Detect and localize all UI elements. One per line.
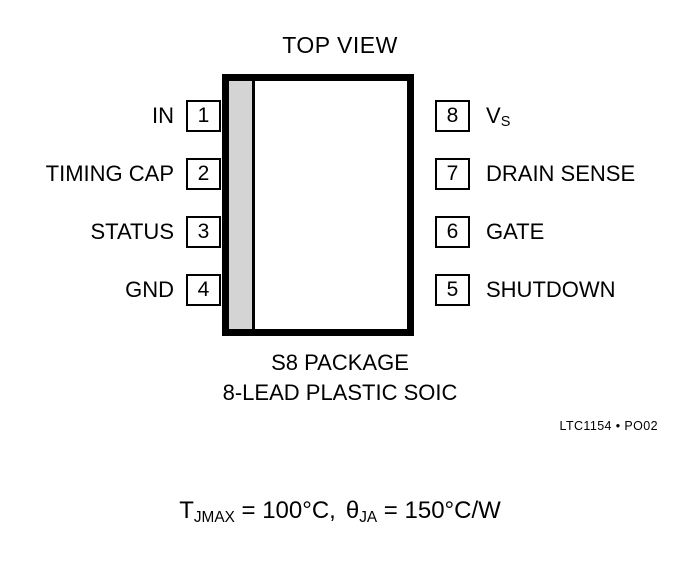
thermal-spec-line: TJMAX = 100°C, θJA = 150°C/W <box>0 497 680 526</box>
pin-label-5: SHUTDOWN <box>486 277 616 302</box>
pin-box-5: 5 <box>435 274 470 306</box>
tjmax-value: = 100°C, <box>234 497 336 524</box>
pin-label-8: VS <box>486 100 510 135</box>
theta-ja-value: = 150°C/W <box>377 497 501 524</box>
pin-label-6: GATE <box>486 219 545 244</box>
theta-ja-symbol: θ <box>345 497 360 524</box>
figure-id-label: LTC1154 • PO02 <box>559 419 658 433</box>
top-view-title: TOP VIEW <box>282 32 398 58</box>
pin-label-3: STATUS <box>90 219 174 244</box>
package-description-caption: 8-LEAD PLASTIC SOIC <box>222 380 458 405</box>
package-pinout-diagram: 1 IN 2 TIMING CAP 3 STATUS 4 GND 8 VS 7 … <box>0 74 680 339</box>
pin-box-3: 3 <box>186 216 221 248</box>
package-name-caption: S8 PACKAGE <box>271 350 409 375</box>
pin1-marker-strip <box>229 81 255 329</box>
pin-box-2: 2 <box>186 158 221 190</box>
pin-box-6: 6 <box>435 216 470 248</box>
pin-box-7: 7 <box>435 158 470 190</box>
pin-box-4: 4 <box>186 274 221 306</box>
tjmax-subscript: JMAX <box>193 508 235 526</box>
tjmax-symbol: T <box>179 497 194 524</box>
pin-label-7: DRAIN SENSE <box>486 161 636 186</box>
pin-box-8: 8 <box>435 100 470 132</box>
pin-label-8-text: V <box>486 103 501 128</box>
pin-label-8-subscript: S <box>500 114 511 131</box>
pin-box-1: 1 <box>186 100 221 132</box>
pin-label-1: IN <box>152 103 174 128</box>
theta-ja-subscript: JA <box>359 508 378 526</box>
pin-label-2: TIMING CAP <box>45 161 174 186</box>
pin-label-4: GND <box>125 277 174 302</box>
